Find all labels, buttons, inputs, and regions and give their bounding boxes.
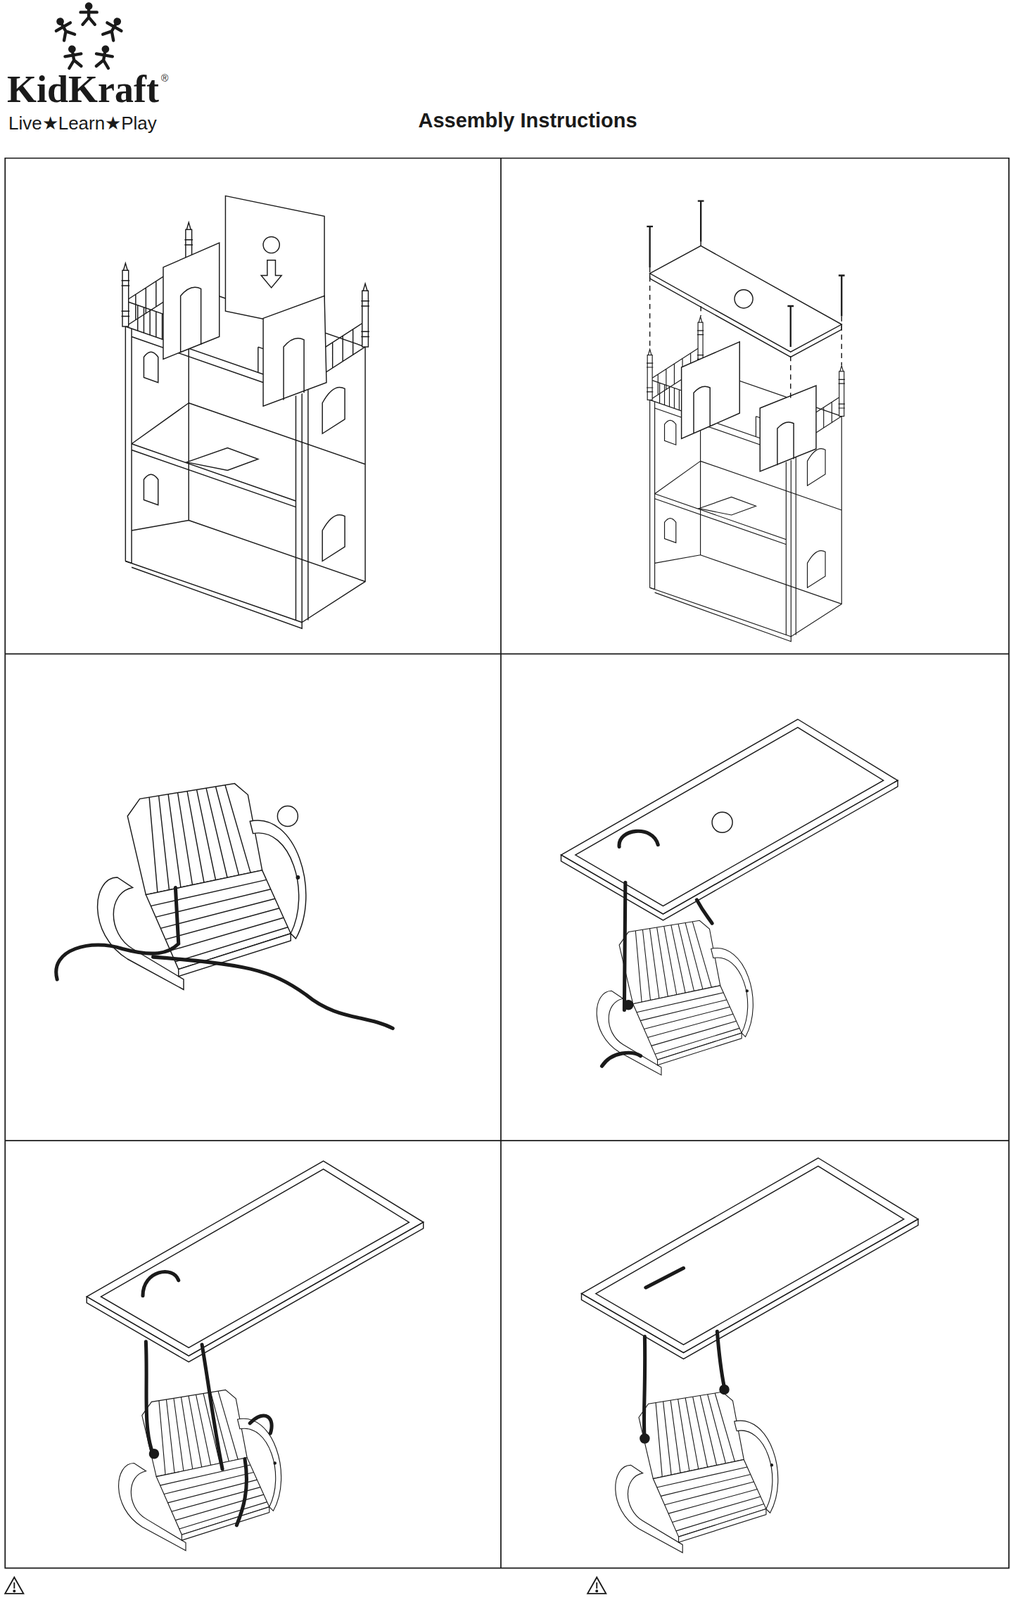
callout-circle <box>734 289 753 309</box>
rope-knot <box>719 1384 729 1394</box>
callout-circle <box>263 236 280 253</box>
callout-circle <box>711 811 733 833</box>
brand-name: KidKraft <box>7 70 160 109</box>
page-title: Assembly Instructions <box>417 110 637 131</box>
roof-edge <box>650 273 843 358</box>
step-one-house <box>121 195 370 629</box>
callout-circle <box>277 806 298 827</box>
rope-knot <box>624 1000 634 1010</box>
rope-knot <box>149 1449 159 1459</box>
brand-tagline: Live★Learn★Play <box>8 113 157 133</box>
screw <box>646 201 845 347</box>
registered-mark: ® <box>161 73 169 84</box>
step-six-swing <box>581 1158 919 1553</box>
wall-panel <box>263 296 327 407</box>
rope-knot <box>640 1433 650 1443</box>
step-three-swing <box>56 783 393 1029</box>
roof-board <box>650 245 843 352</box>
warning-symbol <box>4 1577 24 1594</box>
step-four-swing <box>561 719 899 1076</box>
step-five-swing <box>86 1160 424 1551</box>
down-arrow <box>261 260 282 288</box>
wall-panel <box>163 242 220 359</box>
rope <box>643 1267 724 1439</box>
rope <box>142 1272 272 1526</box>
logo-mark <box>51 2 126 69</box>
rope <box>56 887 393 1029</box>
guide-line <box>650 242 843 399</box>
figure-layer <box>4 2 1009 1594</box>
wall-panel <box>759 385 817 472</box>
step-grid <box>4 158 1009 1569</box>
step-two-house <box>646 201 845 642</box>
rope <box>602 830 713 1066</box>
wall-panel <box>681 341 741 440</box>
warning-symbol <box>587 1577 606 1594</box>
